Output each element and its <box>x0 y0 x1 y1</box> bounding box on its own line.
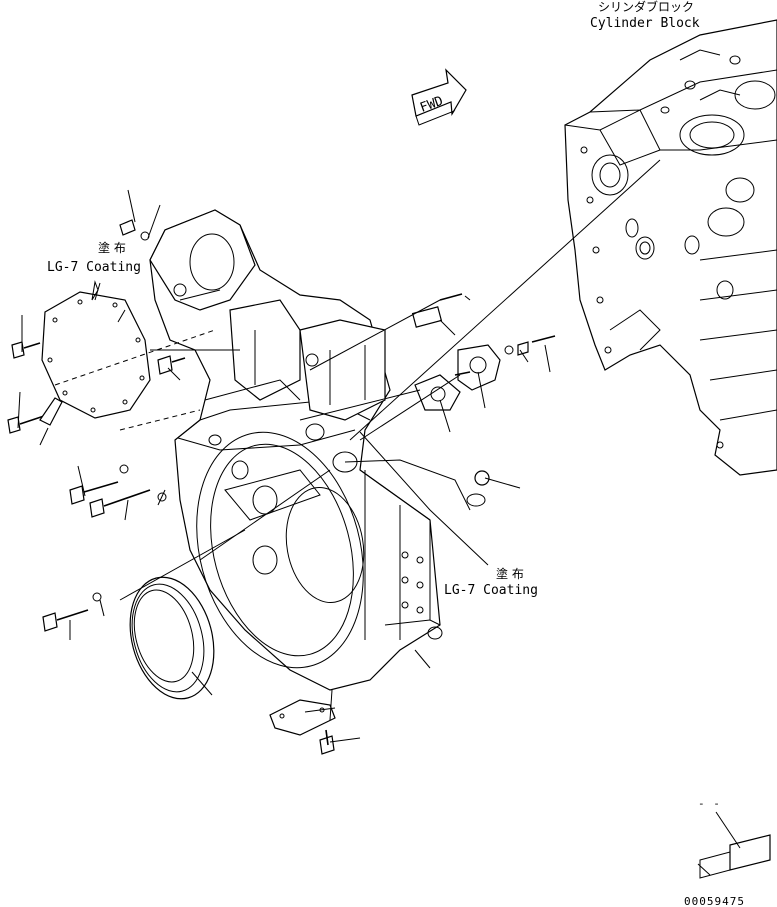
coating-label-2-en: LG-7 Coating <box>444 583 538 598</box>
cover-plate <box>41 291 151 419</box>
fwd-arrow: FWD <box>411 68 467 126</box>
leader-lines <box>17 159 661 743</box>
sensor-assembly <box>411 293 556 411</box>
flywheel-housing <box>149 209 443 691</box>
bottom-plate <box>269 699 336 736</box>
coating-label-1-jp: 塗 布 <box>98 240 126 255</box>
coating-label-1-en: LG-7 Coating <box>47 260 141 275</box>
oil-seal <box>129 576 215 700</box>
cylinder-block <box>564 19 777 476</box>
drawing-number: 00059475 <box>684 895 745 907</box>
bolts <box>7 219 514 755</box>
cylinder-block-label-jp: シリンダブロック <box>598 0 694 14</box>
cylinder-block-label-en: Cylinder Block <box>590 16 700 31</box>
tool-drawing <box>697 811 771 879</box>
tool-mark: - - <box>698 797 721 810</box>
coating-label-2-jp: 塗 布 <box>496 566 524 581</box>
